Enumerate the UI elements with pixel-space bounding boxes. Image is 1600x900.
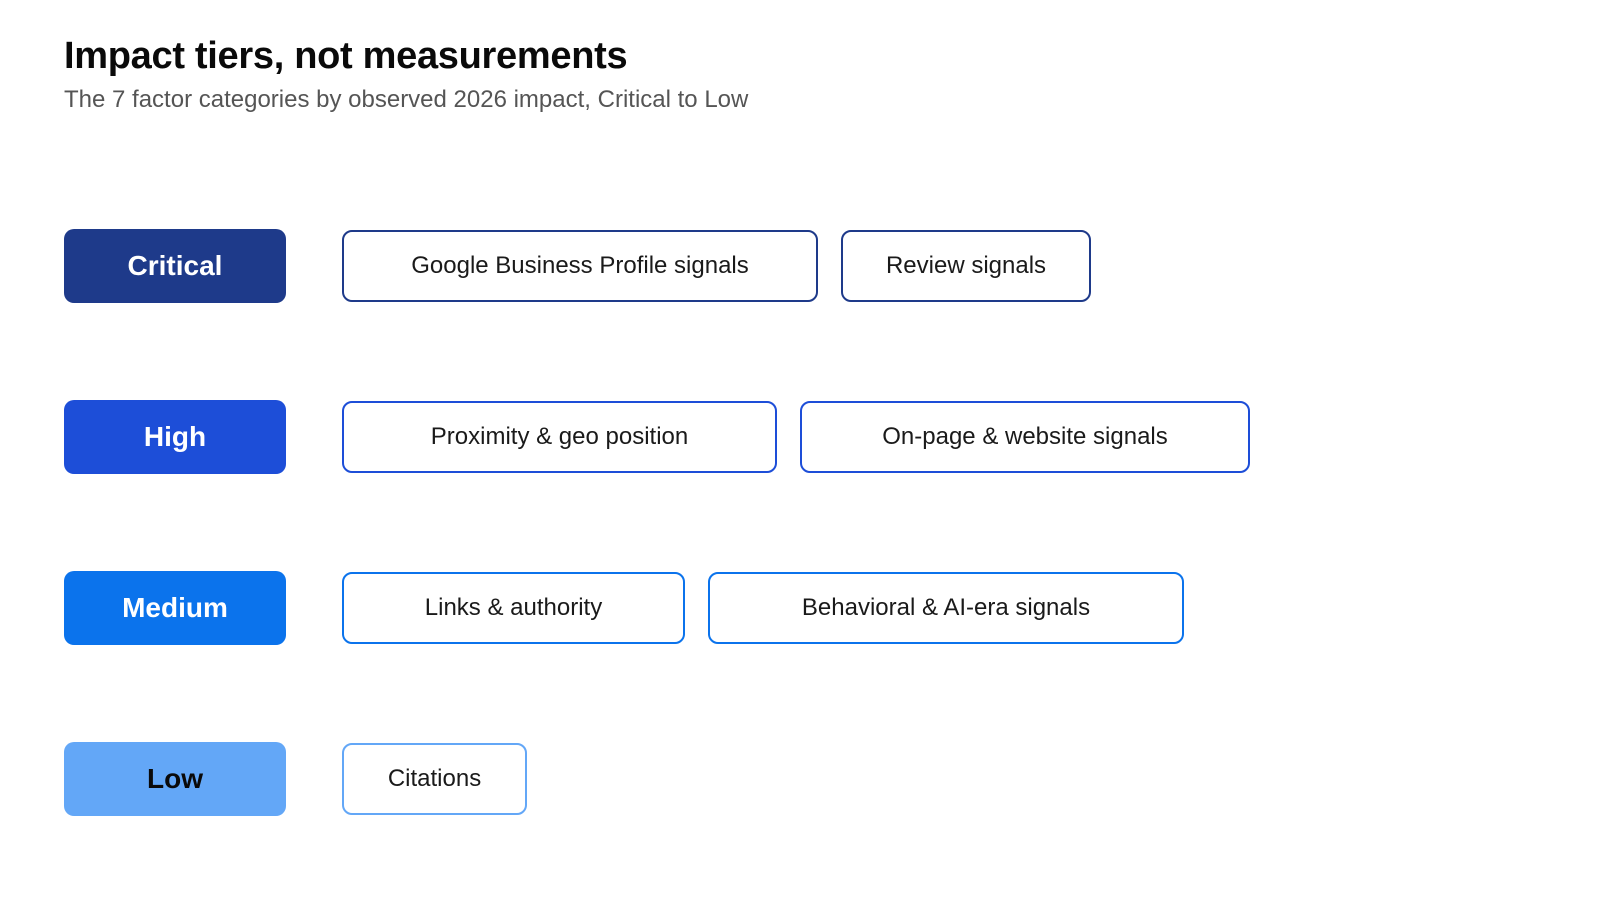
tier-badge-critical: Critical (64, 229, 286, 303)
factor-chip-review-signals: Review signals (841, 230, 1091, 302)
tier-row-critical: Critical Google Business Profile signals… (64, 228, 1273, 304)
tier-badge-low: Low (64, 742, 286, 816)
factor-chip-google-business-profile: Google Business Profile signals (342, 230, 818, 302)
diagram-title: Impact tiers, not measurements (64, 35, 628, 77)
tier-badge-high: High (64, 400, 286, 474)
diagram-subtitle: The 7 factor categories by observed 2026… (64, 86, 749, 113)
tier-badge-medium: Medium (64, 571, 286, 645)
tier-row-high: High Proximity & geo position On-page & … (64, 399, 1273, 475)
tier-row-low: Low Citations (64, 741, 1273, 817)
header: Impact tiers, not measurements The 7 fac… (64, 30, 748, 116)
factor-chips-low: Citations (342, 743, 550, 815)
factor-chips-high: Proximity & geo position On-page & websi… (342, 401, 1273, 473)
factor-chips-medium: Links & authority Behavioral & AI-era si… (342, 572, 1207, 644)
factor-chip-citations: Citations (342, 743, 527, 815)
factor-chip-behavioral: Behavioral & AI-era signals (708, 572, 1184, 644)
tier-list: Critical Google Business Profile signals… (64, 228, 1273, 817)
factor-chip-proximity: Proximity & geo position (342, 401, 777, 473)
factor-chips-critical: Google Business Profile signals Review s… (342, 230, 1114, 302)
factor-chip-links-authority: Links & authority (342, 572, 685, 644)
tier-row-medium: Medium Links & authority Behavioral & AI… (64, 570, 1273, 646)
factor-chip-on-page: On-page & website signals (800, 401, 1250, 473)
